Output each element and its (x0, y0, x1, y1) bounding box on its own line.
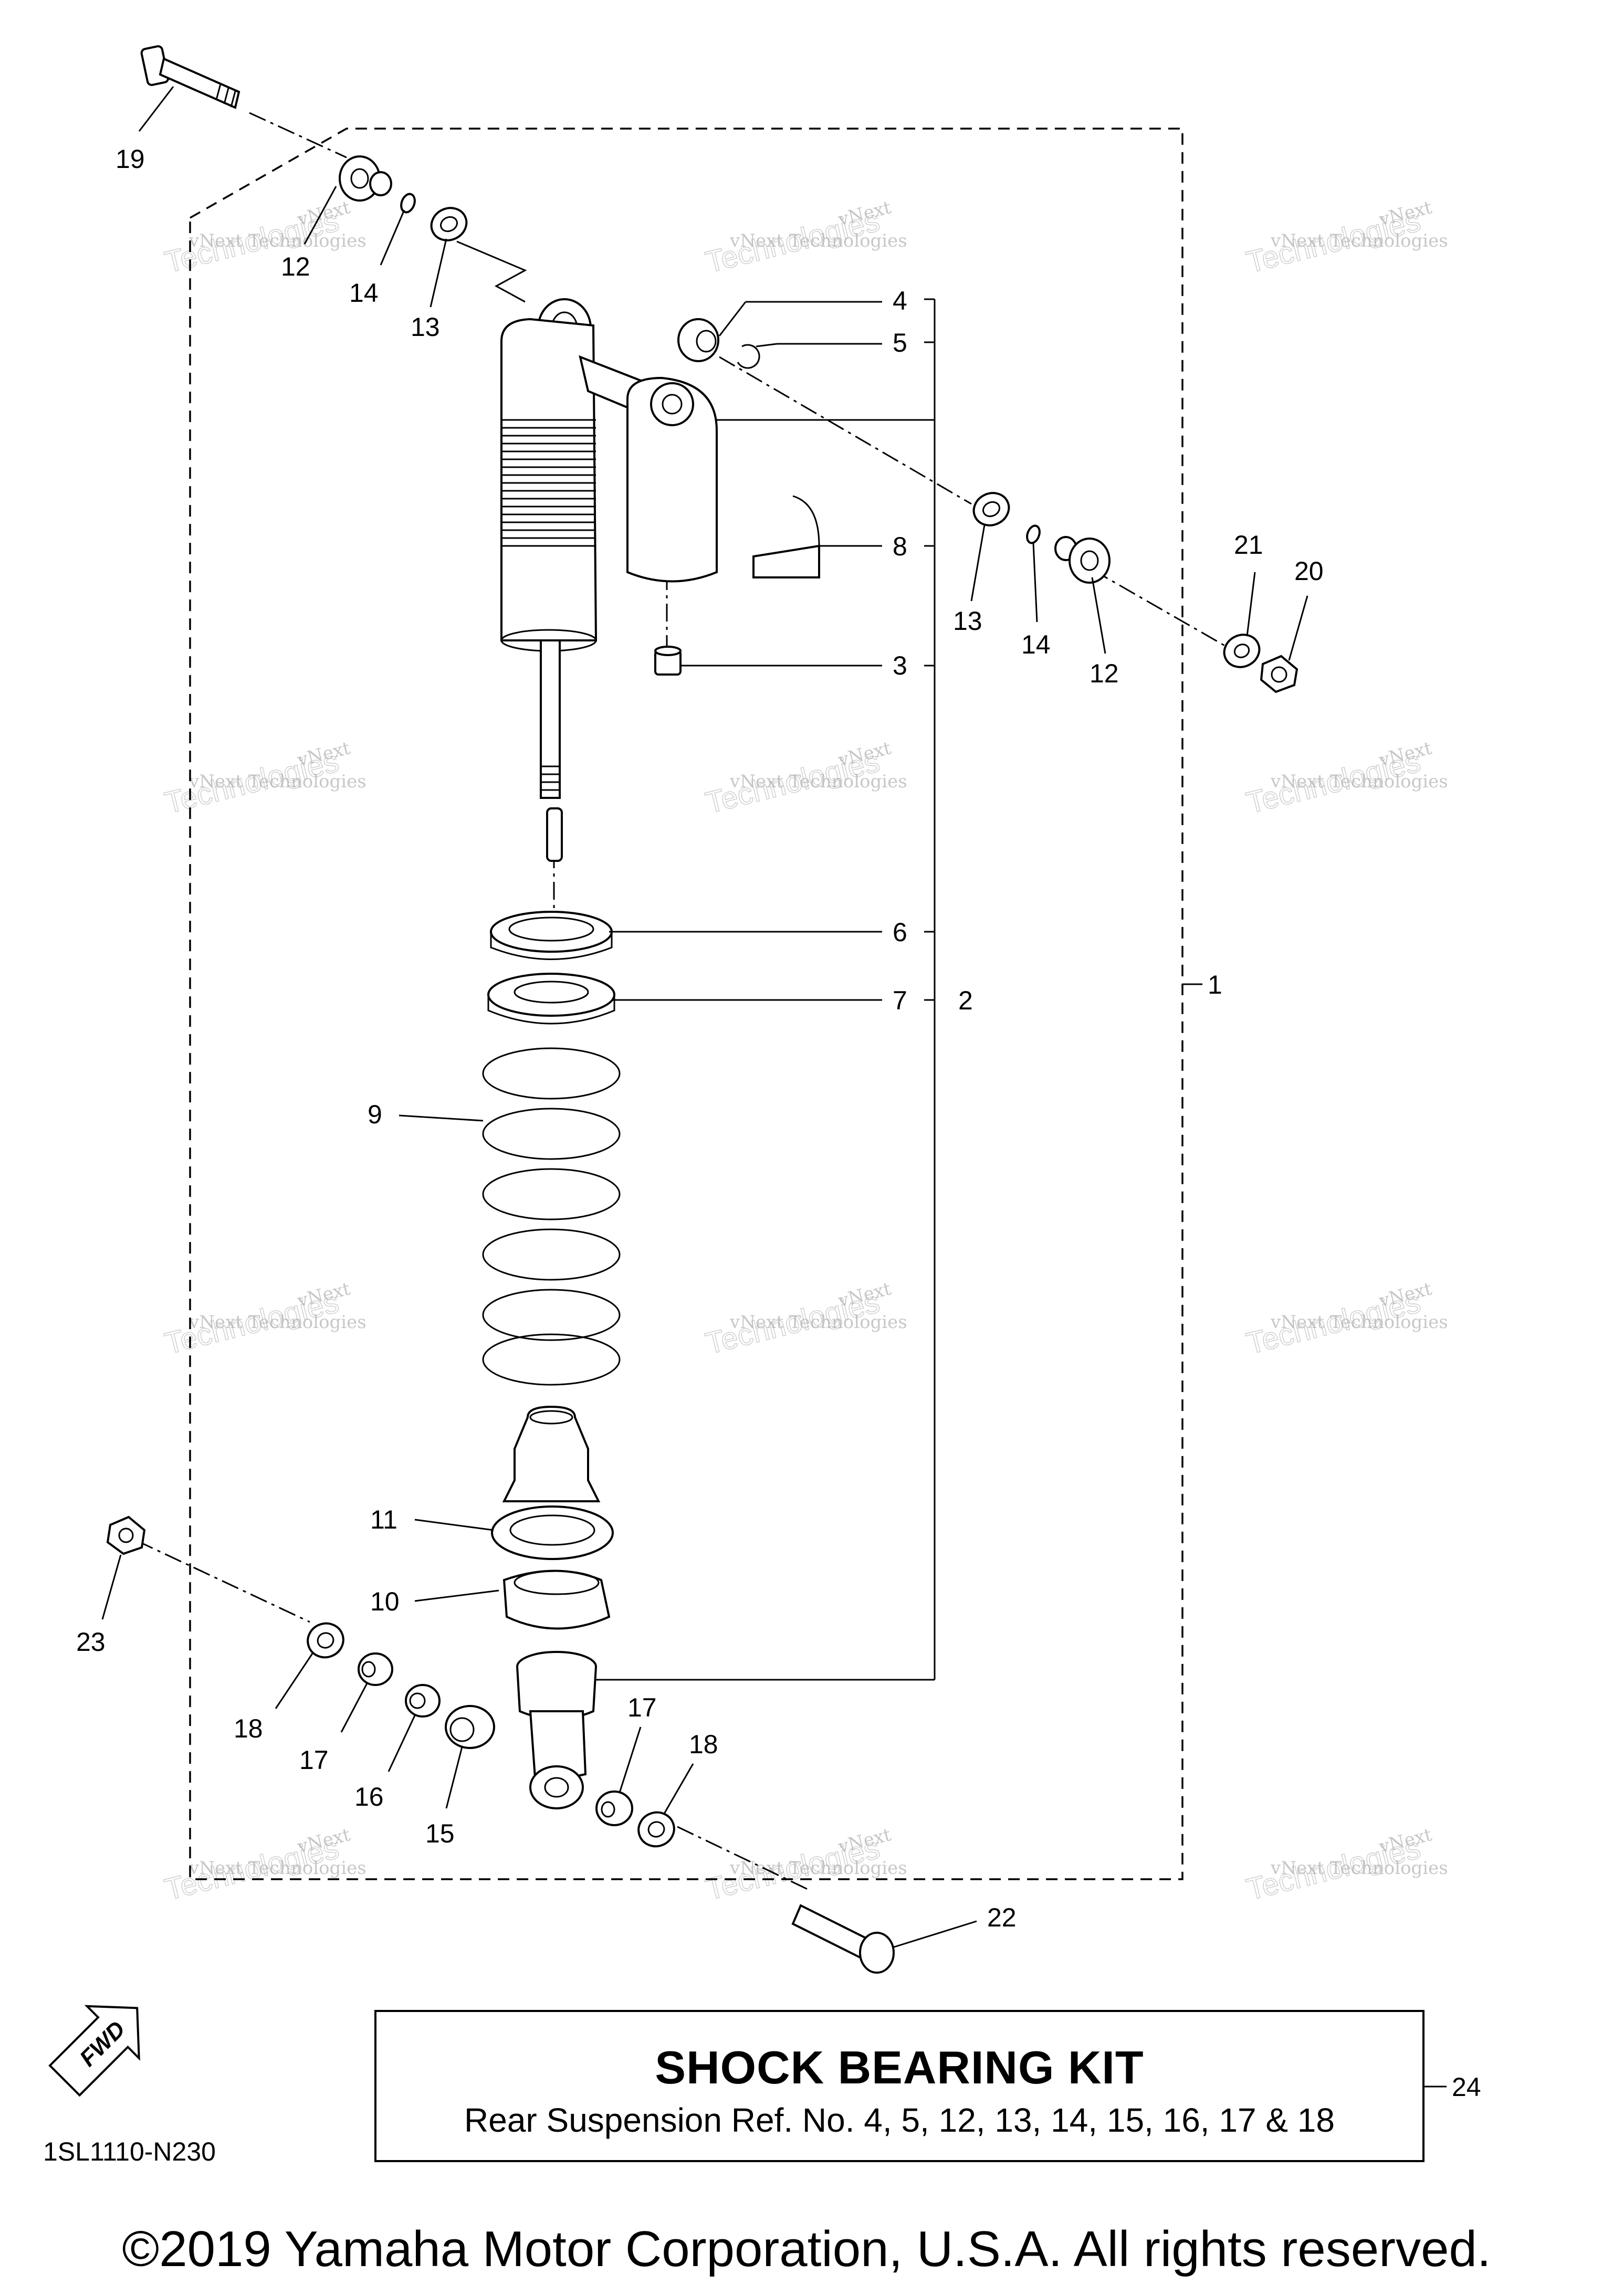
svg-text:Technologies: Technologies (161, 1285, 342, 1361)
collar-16 (405, 1684, 441, 1718)
assembly-center-lines (136, 112, 1234, 1891)
lower-mount (516, 1651, 597, 1809)
callout-7: 7 (893, 986, 907, 1015)
nut-23 (106, 1515, 146, 1555)
svg-text:vNext Technologies: vNext Technologies (188, 1858, 366, 1879)
shock-bearing-kit-box: SHOCK BEARING KIT Rear Suspension Ref. N… (374, 2010, 1425, 2162)
svg-text:vNext Technologies: vNext Technologies (1270, 771, 1448, 792)
callout-19: 19 (116, 144, 145, 174)
clip-10 (502, 1570, 611, 1630)
svg-text:Technologies: Technologies (161, 1831, 342, 1907)
svg-text:Technologies: Technologies (702, 1285, 883, 1361)
svg-text:vNext Technologies: vNext Technologies (729, 230, 907, 251)
seal-17-left (358, 1652, 393, 1686)
spring-pin (546, 807, 563, 862)
bolt-19 (140, 45, 240, 109)
assembly-boundary (189, 128, 1183, 1880)
svg-text:Technologies: Technologies (1243, 1285, 1423, 1361)
callout-20: 20 (1294, 556, 1324, 586)
bearing-15 (445, 1705, 495, 1749)
collar-4 (677, 318, 719, 362)
svg-text:vNext Technologies: vNext Technologies (188, 771, 366, 792)
callout-17: 17 (627, 1693, 657, 1722)
callout-9: 9 (368, 1100, 382, 1129)
callout-18: 18 (689, 1730, 718, 1759)
shock-absorber-body (456, 240, 718, 799)
nut-20 (1260, 655, 1298, 693)
bump-stop (502, 1405, 601, 1502)
svg-text:vNext Technologies: vNext Technologies (188, 1312, 366, 1333)
copyright-notice: ©2019 Yamaha Motor Corporation, U.S.A. A… (122, 2221, 1491, 2277)
svg-text:Technologies: Technologies (1243, 744, 1423, 820)
callout-5: 5 (893, 328, 907, 357)
callout-12: 12 (1090, 659, 1119, 688)
svg-text:vNext Technologies: vNext Technologies (1270, 1312, 1448, 1333)
callout-21: 21 (1234, 530, 1263, 560)
ring-nut-6 (490, 911, 613, 960)
callout-23: 23 (76, 1627, 106, 1657)
seal-17-right (595, 1791, 633, 1826)
callout-13: 13 (953, 606, 982, 636)
svg-text:vNext Technologies: vNext Technologies (1270, 1858, 1448, 1879)
callout-22: 22 (987, 1903, 1017, 1932)
band-8 (752, 495, 820, 578)
callout-2: 2 (958, 986, 973, 1015)
svg-text:Technologies: Technologies (702, 1831, 883, 1907)
leader-lines (101, 86, 1447, 2088)
callout-4: 4 (893, 286, 907, 315)
callout-8: 8 (893, 532, 907, 561)
watermark-group: vNext vNext Technologies Technologies vN… (161, 197, 1448, 1907)
callout-16: 16 (354, 1782, 384, 1811)
svg-text:Technologies: Technologies (702, 204, 883, 280)
kit-title: SHOCK BEARING KIT (655, 2041, 1144, 2093)
callout-12: 12 (281, 252, 310, 281)
callout-3: 3 (893, 651, 907, 680)
svg-text:vNext Technologies: vNext Technologies (729, 1312, 907, 1333)
svg-text:vNext Technologies: vNext Technologies (188, 230, 366, 251)
collar-12-left (339, 155, 392, 202)
o-ring-14-left (400, 193, 416, 214)
seal-11 (491, 1505, 614, 1560)
svg-text:Technologies: Technologies (1243, 1831, 1423, 1907)
callout-1: 1 (1208, 970, 1222, 999)
o-ring-14-right (1026, 524, 1041, 544)
svg-text:vNext Technologies: vNext Technologies (1270, 230, 1448, 251)
callout-11: 11 (370, 1505, 397, 1534)
shock-threads (501, 419, 596, 547)
svg-text:vNext Technologies: vNext Technologies (729, 771, 907, 792)
callout-18: 18 (234, 1714, 263, 1743)
callout-14: 14 (1021, 630, 1051, 659)
adjuster-3 (654, 646, 682, 676)
washer-13-left (430, 207, 468, 241)
callout-labels: 19 12 14 13 4 5 8 3 13 14 12 21 20 6 7 2… (76, 144, 1481, 2102)
fwd-arrow-icon: FWD (48, 2005, 140, 2097)
ring-nut-7 (487, 973, 615, 1025)
svg-text:Technologies: Technologies (161, 204, 342, 280)
diagram-code: 1SL1110-N230 (43, 2137, 216, 2166)
svg-text:Technologies: Technologies (161, 744, 342, 820)
callout-14: 14 (349, 278, 379, 308)
svg-text:vNext Technologies: vNext Technologies (729, 1858, 907, 1879)
bracket-lines (585, 298, 1202, 1681)
washer-21 (1223, 634, 1261, 668)
svg-text:Technologies: Technologies (702, 744, 883, 820)
callout-15: 15 (425, 1819, 455, 1848)
callout-6: 6 (893, 918, 907, 947)
washer-13-right (972, 492, 1010, 526)
collar-12-right (1054, 536, 1111, 584)
bolt-22 (791, 1904, 895, 1974)
kit-subtitle: Rear Suspension Ref. No. 4, 5, 12, 13, 1… (464, 2101, 1335, 2139)
callout-17: 17 (299, 1745, 329, 1775)
callout-13: 13 (411, 312, 440, 342)
spring-9 (482, 1047, 621, 1386)
callout-10: 10 (370, 1587, 400, 1616)
svg-text:Technologies: Technologies (1243, 204, 1423, 280)
washer-18-right (637, 1811, 675, 1848)
circlip-5 (737, 344, 760, 369)
callout-24: 24 (1452, 2072, 1481, 2102)
washer-18-left (307, 1622, 344, 1659)
